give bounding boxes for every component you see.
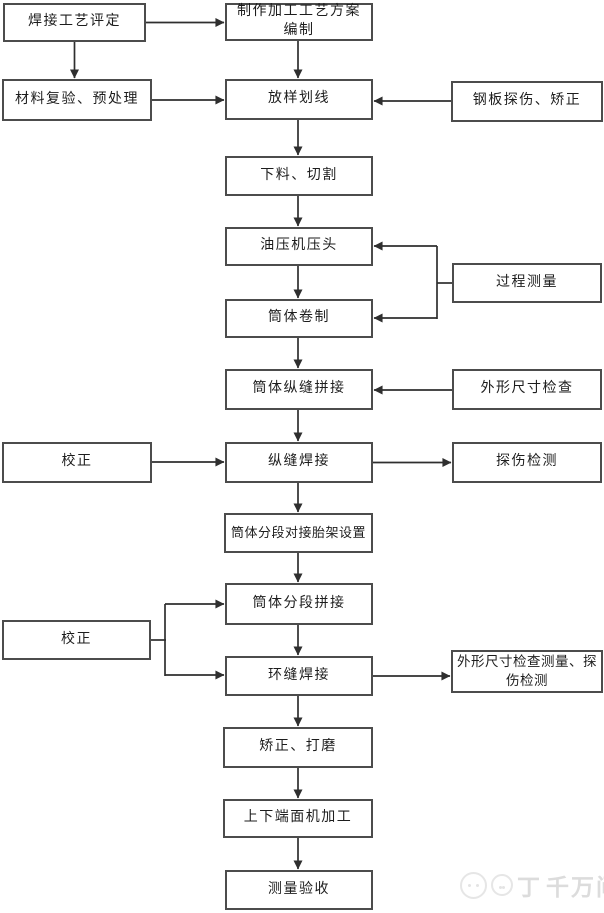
node-dimension-flaw-check: 外形尺寸检查测量、探伤检测 — [451, 650, 603, 693]
node-section-fitting: 筒体分段拼接 — [225, 583, 373, 625]
watermark-logo-icon — [491, 874, 513, 896]
node-lofting-marking: 放样划线 — [225, 79, 373, 120]
node-dimension-check: 外形尺寸检查 — [452, 369, 602, 410]
node-process-plan: 制作加工工艺方案编制 — [225, 3, 373, 41]
node-flaw-detection: 探伤检测 — [452, 442, 602, 483]
node-plate-inspection: 钢板探伤、矫正 — [451, 81, 603, 122]
node-long-seam-fitting: 筒体纵缝拼接 — [225, 369, 373, 410]
node-process-measurement: 过程测量 — [452, 263, 602, 303]
node-material-recheck: 材料复验、预处理 — [2, 79, 152, 121]
node-weld-qualification: 焊接工艺评定 — [3, 3, 146, 42]
node-jig-setup: 筒体分段对接胎架设置 — [224, 513, 373, 553]
node-correction-2: 校正 — [2, 620, 151, 660]
node-press-head: 油压机压头 — [225, 227, 373, 266]
node-end-machining: 上下端面机加工 — [223, 799, 373, 838]
node-correction-1: 校正 — [2, 442, 152, 483]
node-circ-seam-welding: 环缝焊接 — [225, 656, 373, 696]
watermark: 丁 千万间 — [460, 864, 604, 906]
node-cutting: 下料、切割 — [225, 156, 373, 196]
watermark-logo-icon — [460, 871, 487, 899]
node-long-seam-welding: 纵缝焊接 — [225, 442, 373, 483]
watermark-text: 千万间 — [546, 875, 604, 900]
node-straighten-grind: 矫正、打磨 — [223, 727, 373, 768]
node-shell-rolling: 筒体卷制 — [225, 299, 373, 338]
node-measurement-acceptance: 测量验收 — [225, 870, 373, 910]
watermark-logo-mark: 丁 — [517, 875, 542, 900]
